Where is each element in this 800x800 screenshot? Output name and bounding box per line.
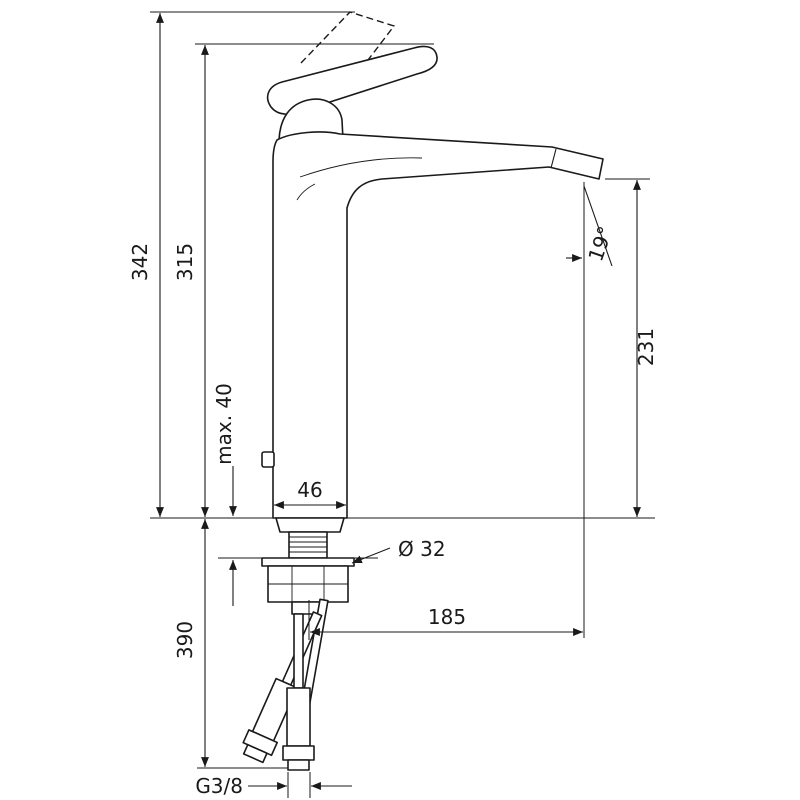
thread-lines [289,536,327,553]
dim-label-dia32: Ø 32 [398,537,446,561]
washer [261,557,355,567]
hose-tip [242,743,268,764]
dim-label-max40: max. 40 [212,383,236,465]
dim-label-342: 342 [128,243,152,281]
dim-max-mounting-40: max. 40 [212,383,237,606]
dim-outlet-height-231: 231 [605,178,658,517]
dim-label-g38: G3/8 [195,774,243,798]
dim-spout-reach-185: 185 [308,182,585,640]
dim-label-231: 231 [634,328,658,366]
aerator-joint-line [550,148,557,169]
handle-raised-dashed [300,11,396,82]
hose-tube [293,613,304,689]
dim-hose-length-390: 390 [173,519,288,769]
dim-connection-thread-g38: G3/8 [195,772,352,798]
dim-label-46: 46 [297,478,322,502]
base-flange [275,517,345,533]
dim-height-to-lever-315: 315 [173,43,434,517]
hose-nut [282,745,315,761]
dim-body-width-46: 46 [274,478,346,509]
mounting-hardware [261,517,355,615]
body-highlight-curve [299,157,423,178]
threaded-shaft [288,531,328,559]
dim-label-19deg: 19° [583,223,617,264]
dim-label-390: 390 [173,621,197,659]
dim-label-185: 185 [428,605,466,629]
supply-hose-left [282,613,315,771]
dim-spray-angle-19: 19° [566,185,617,267]
hose-braid [286,687,311,747]
body-highlight-curve-2 [296,183,316,201]
dim-hole-diameter-32: Ø 32 [351,537,446,564]
handle-lever [266,45,438,115]
faucet [261,11,604,519]
hose-tip [287,759,310,771]
dim-total-height-342: 342 [128,11,355,517]
nut-facet-lines [268,566,348,602]
dim-label-315: 315 [173,243,197,281]
handle-cap [278,98,344,141]
popup-knob [261,451,275,468]
faucet-body-and-spout [272,131,604,519]
